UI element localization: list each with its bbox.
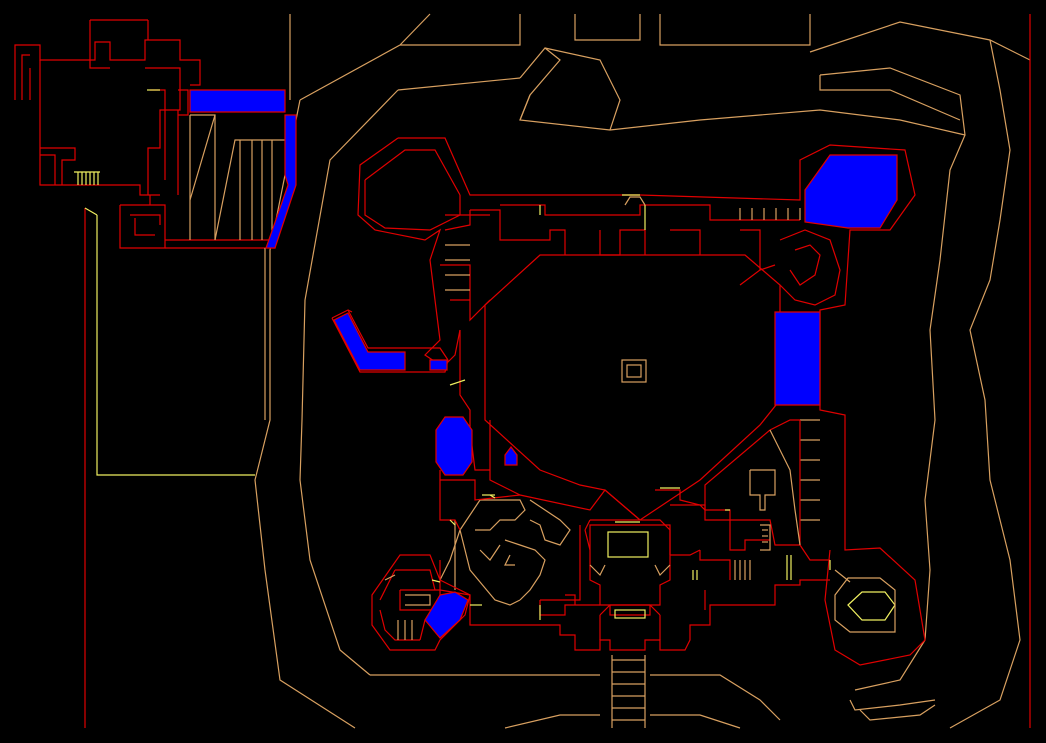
water-pool-west-small (429, 359, 448, 371)
water-pool-west-octagon (435, 416, 473, 476)
south-stairs (589, 564, 671, 728)
northwest-annex (14, 19, 276, 249)
water-pool-southwest (424, 591, 469, 639)
water-pool-north (189, 89, 286, 113)
southwest-tower-detail (384, 574, 431, 640)
south-gatehouse-detail (607, 521, 831, 619)
northwest-annex-stairs (74, 171, 100, 185)
west-yard (84, 14, 1031, 728)
keep-center-pillar (621, 359, 647, 383)
keep-ceiling-lines (449, 194, 680, 496)
outer-terrain-lines (254, 13, 1031, 729)
southeast-detail (734, 429, 801, 580)
water-pool-tiny (504, 446, 518, 466)
keep-inner-steps (445, 196, 820, 521)
southwest-tower (371, 554, 471, 651)
water-pool-east (774, 311, 821, 406)
water-sectors (189, 89, 898, 639)
southeast-rooms (519, 419, 830, 580)
southwest-cave (439, 499, 571, 606)
southeast-tower (834, 569, 896, 633)
northwest-ramp (189, 114, 285, 241)
south-gatehouse (469, 524, 830, 651)
ceiling-markers (147, 89, 730, 620)
water-pool-northeast (804, 154, 898, 229)
water-pool-west-boomerang (333, 312, 406, 371)
water-pool-northwest-channel (265, 114, 297, 249)
